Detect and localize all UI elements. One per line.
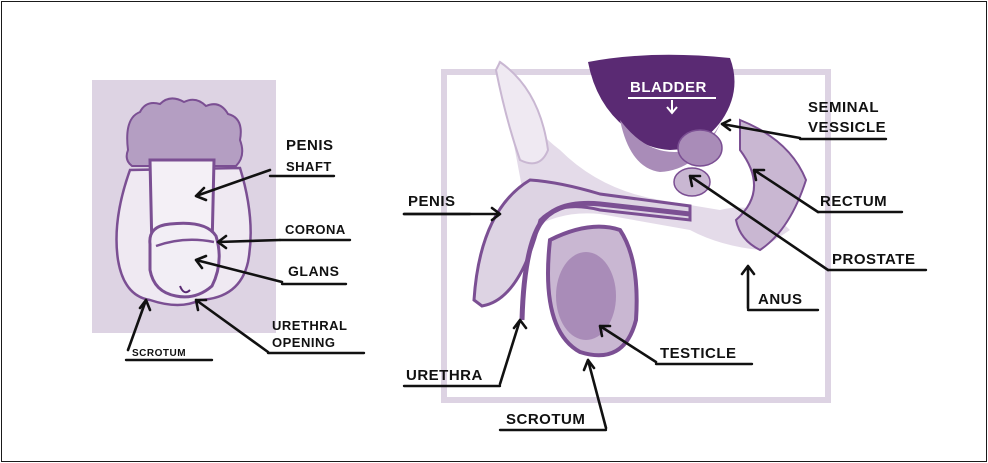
glans-shape bbox=[150, 223, 219, 297]
label-glans: GLANS bbox=[288, 263, 340, 279]
label-scrotum-right: SCROTUM bbox=[506, 411, 585, 428]
label-bladder: BLADDER bbox=[630, 79, 707, 96]
label-urethral-opening-2: OPENING bbox=[272, 335, 335, 350]
label-urethral-opening-1: URETHRAL bbox=[272, 318, 348, 333]
external-view-illustration: PENIS SHAFT CORONA GLANS URETHRAL OPENIN… bbox=[92, 80, 364, 360]
label-scrotum-left: SCROTUM bbox=[132, 348, 186, 359]
label-seminal-vesicle-1: SEMINAL bbox=[808, 99, 879, 116]
label-urethra: URETHRA bbox=[406, 367, 483, 384]
label-penis-shaft-2: SHAFT bbox=[286, 159, 332, 174]
pubic-bone bbox=[496, 62, 548, 163]
label-testicle: TESTICLE bbox=[660, 345, 737, 362]
label-corona: CORONA bbox=[285, 222, 346, 237]
pubic-hair bbox=[127, 98, 243, 166]
cross-section-illustration: BLADDER SEMINAL VESSICLE RECTUM PROSTATE… bbox=[404, 55, 926, 430]
label-seminal-vesicle-2: VESSICLE bbox=[808, 119, 886, 136]
label-anus: ANUS bbox=[758, 291, 803, 308]
label-rectum: RECTUM bbox=[820, 193, 887, 210]
arrow-anus bbox=[742, 266, 754, 308]
label-penis-right: PENIS bbox=[408, 193, 456, 210]
label-prostate: PROSTATE bbox=[832, 251, 915, 268]
arrow-urethra bbox=[500, 320, 526, 384]
label-penis-shaft-1: PENIS bbox=[286, 137, 334, 154]
seminal-vesicle-shape bbox=[678, 130, 722, 166]
arrow-scrotum-right bbox=[584, 360, 606, 428]
